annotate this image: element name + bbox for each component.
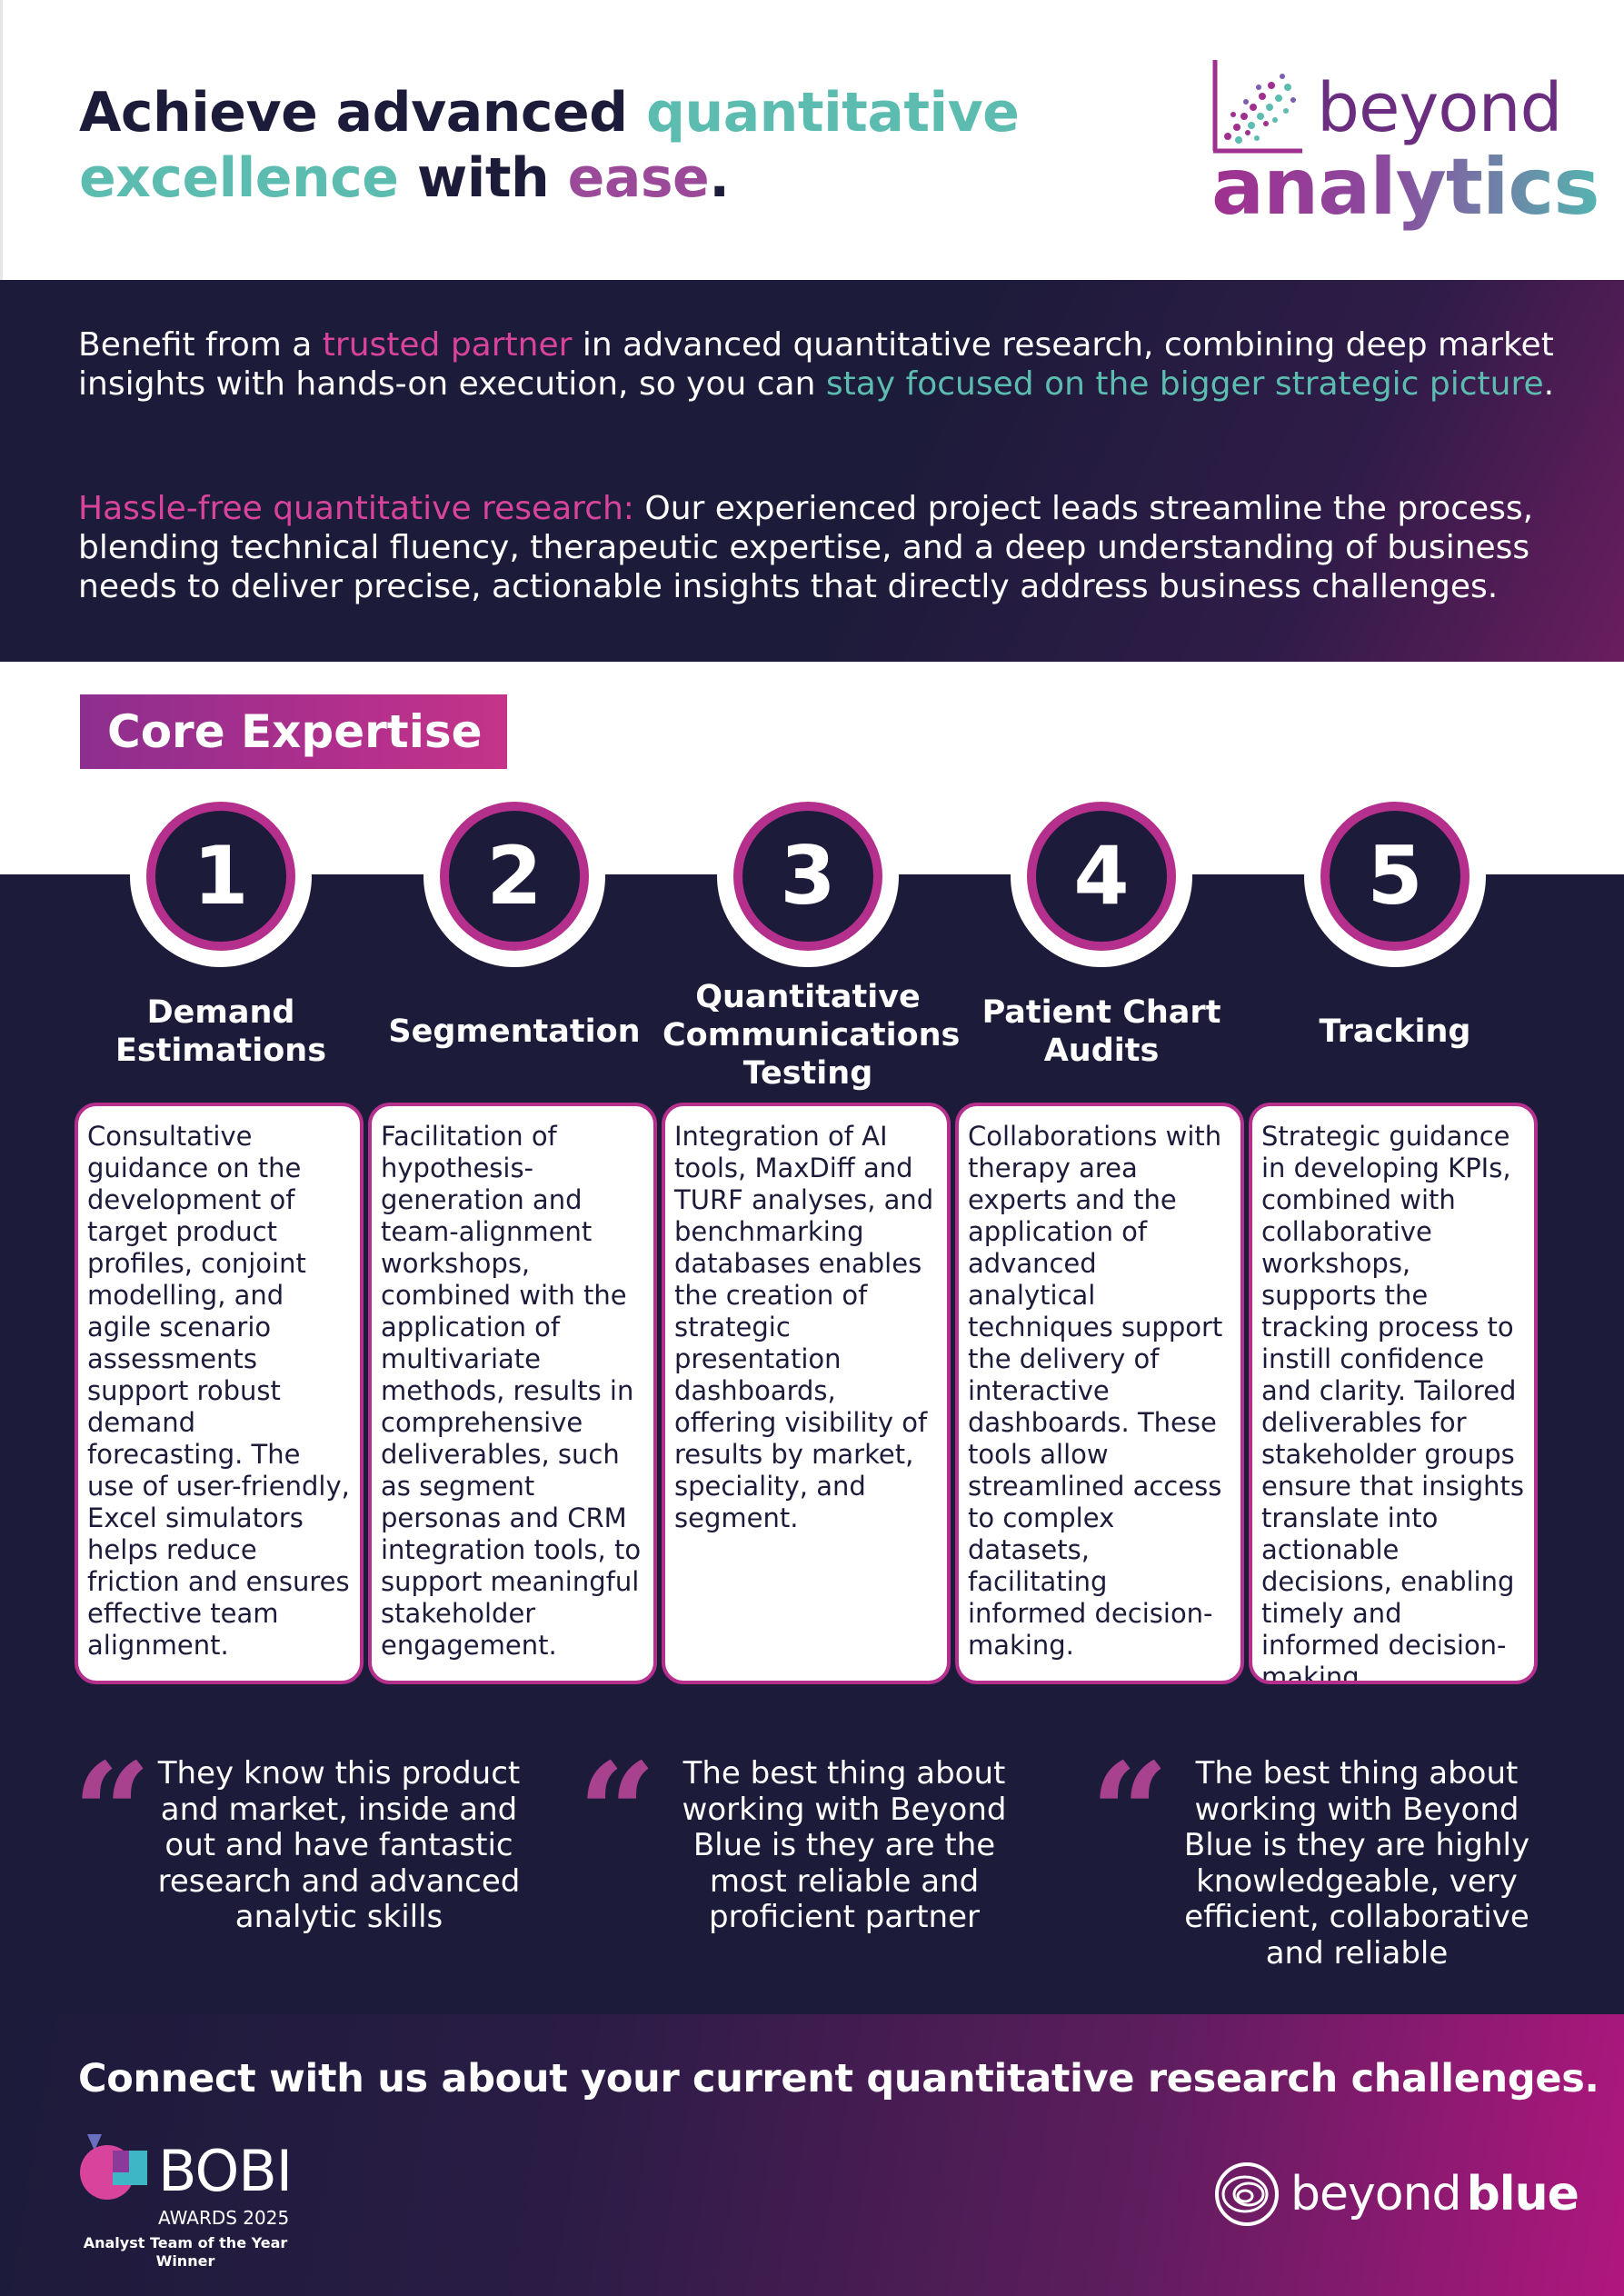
brand-word-blue: blue xyxy=(1466,2167,1579,2221)
bobi-award-icon xyxy=(80,2134,147,2200)
bobi-wordmark: BOBI xyxy=(158,2138,293,2204)
testimonial-quote-3: The best thing about working with Beyond… xyxy=(1183,1755,1530,1972)
expertise-title-communications: Quantitative Communications Testing xyxy=(663,979,961,1092)
testimonial-quote-2: The best thing about working with Beyond… xyxy=(682,1755,1007,1935)
expertise-card-communications: Integration of AI tools, MaxDiff and TUR… xyxy=(662,1103,951,1684)
page-footer: Connect with us about your current quant… xyxy=(0,2014,1624,2296)
intro-highlight-trusted-partner: trusted partner xyxy=(322,326,573,364)
intro-paragraph-partner: Benefit from a trusted partner in advanc… xyxy=(78,325,1569,404)
page-headline: Achieve advanced quantitative excellence… xyxy=(79,80,1020,211)
step-digit: 3 xyxy=(780,829,836,923)
expertise-card-tracking: Strategic guidance in developing KPIs, c… xyxy=(1249,1103,1538,1684)
headline-text: Achieve advanced xyxy=(79,81,647,145)
bobi-category: Analyst Team of the Year xyxy=(83,2234,288,2251)
contact-call-to-action: Connect with us about your current quant… xyxy=(78,2056,1599,2101)
expertise-card-segmentation: Facilitation of hypothesis-generation an… xyxy=(368,1103,657,1684)
step-number-5: 5 xyxy=(1304,785,1486,967)
headline-period: . xyxy=(709,146,730,210)
intro-text: Our experienced project leads streamline… xyxy=(78,490,1534,605)
step-number-4: 4 xyxy=(1011,785,1192,967)
testimonial-quote-1: They know this product and market, insid… xyxy=(157,1755,521,1935)
step-number-1: 1 xyxy=(130,785,312,967)
step-digit: 5 xyxy=(1367,829,1423,923)
bobi-year: AWARDS 2025 xyxy=(158,2207,290,2229)
intro-highlight-hassle-free: Hassle-free quantitative research: xyxy=(78,490,634,527)
headline-line-1: Achieve advanced quantitative xyxy=(79,80,1020,145)
page-header: Achieve advanced quantitative excellence… xyxy=(0,0,1624,280)
intro-text: Benefit from a xyxy=(78,326,323,364)
expertise-title-tracking: Tracking xyxy=(1319,1013,1471,1050)
brand-word-beyond: beyond xyxy=(1290,2167,1462,2221)
logo-word-beyond: beyond xyxy=(1317,69,1562,147)
intro-text: . xyxy=(1543,365,1555,403)
step-digit: 4 xyxy=(1073,829,1130,923)
headline-text: with xyxy=(398,146,568,210)
step-number-3: 3 xyxy=(717,785,899,967)
step-digit: 2 xyxy=(486,829,543,923)
headline-line-2: excellence with ease. xyxy=(79,145,1019,211)
intro-highlight-bigger-picture: stay focused on the bigger strategic pic… xyxy=(825,365,1544,403)
beyond-blue-swirl-icon xyxy=(1215,2162,1279,2226)
expertise-title-chart-audits: Patient Chart Audits xyxy=(981,994,1221,1069)
expertise-title-demand: Demand Estimations xyxy=(115,994,327,1069)
expertise-card-demand: Consultative guidance on the development… xyxy=(75,1103,364,1684)
logo-word-analytics: analytics xyxy=(1211,142,1600,233)
analytics-chart-icon xyxy=(1212,60,1302,154)
bobi-awards-badge: BOBI AWARDS 2025 Analyst Team of the Yea… xyxy=(76,2131,340,2290)
beyond-analytics-logo: beyond analytics xyxy=(1211,60,1600,233)
core-expertise-heading: Core Expertise xyxy=(80,694,507,769)
intro-band: Benefit from a trusted partner in advanc… xyxy=(0,280,1624,662)
intro-text: in advanced quantitative research, combi… xyxy=(78,326,1554,403)
quote-mark-icon: “ xyxy=(73,1733,152,1893)
step-digit: 1 xyxy=(193,829,249,923)
headline-highlight-quantitative: quantitative xyxy=(646,81,1020,145)
headline-highlight-ease: ease xyxy=(567,146,710,210)
step-number-2: 2 xyxy=(423,785,605,967)
expertise-card-chart-audits: Collaborations with therapy area experts… xyxy=(955,1103,1244,1684)
headline-highlight-excellence: excellence xyxy=(79,146,399,210)
expertise-title-segmentation: Segmentation xyxy=(388,1013,641,1050)
bobi-result: Winner xyxy=(155,2252,215,2270)
quote-mark-icon: “ xyxy=(578,1733,657,1893)
quote-mark-icon: “ xyxy=(1091,1733,1170,1893)
intro-paragraph-hassle-free: Hassle-free quantitative research: Our e… xyxy=(78,489,1569,606)
